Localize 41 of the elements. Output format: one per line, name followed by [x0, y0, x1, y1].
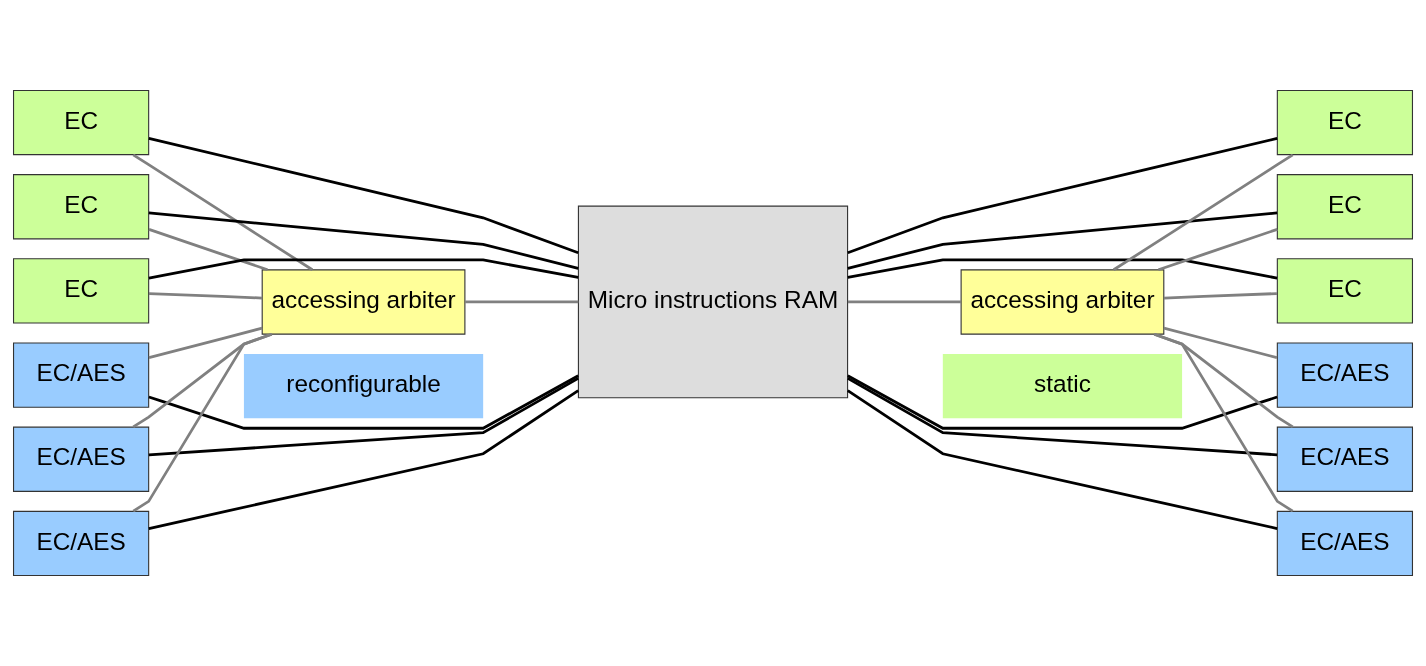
connector — [847, 258, 1278, 280]
node-box: EC — [13, 258, 150, 324]
connector — [132, 332, 273, 513]
connector — [148, 292, 263, 300]
connector — [148, 374, 579, 430]
connector — [1112, 153, 1294, 271]
connector — [847, 389, 1278, 530]
connector — [465, 300, 579, 304]
connector — [1163, 326, 1278, 359]
connector — [148, 389, 579, 530]
node-box: accessing arbiter — [261, 269, 466, 335]
node-box: Micro instructions RAM — [577, 205, 849, 399]
connector — [1163, 292, 1277, 300]
node-box: EC — [13, 89, 150, 156]
node-box: EC/AES — [1276, 426, 1413, 492]
connector — [847, 137, 1278, 255]
connector — [847, 374, 1278, 430]
connector — [1158, 228, 1278, 272]
node-box: EC/AES — [1276, 510, 1413, 577]
connector — [148, 228, 268, 272]
legend-label: reconfigurable — [286, 370, 441, 398]
node-box: EC — [1276, 89, 1413, 156]
node-box: EC/AES — [13, 510, 150, 577]
node-box: EC/AES — [1276, 342, 1413, 408]
connector — [1153, 332, 1294, 513]
node-box: accessing arbiter — [960, 269, 1165, 335]
connector — [148, 258, 579, 280]
legend-label: static — [1034, 370, 1091, 398]
connector — [148, 326, 263, 359]
node-box: EC/AES — [13, 426, 150, 492]
connector — [148, 211, 579, 270]
node-box: EC — [13, 174, 150, 240]
connector — [847, 211, 1278, 270]
connector — [847, 300, 962, 304]
connector — [132, 153, 314, 271]
connector — [148, 137, 579, 255]
node-box: EC — [1276, 174, 1413, 240]
node-box: EC/AES — [13, 342, 150, 408]
node-box: EC — [1276, 258, 1413, 324]
connector — [148, 377, 579, 457]
connector — [847, 377, 1278, 457]
